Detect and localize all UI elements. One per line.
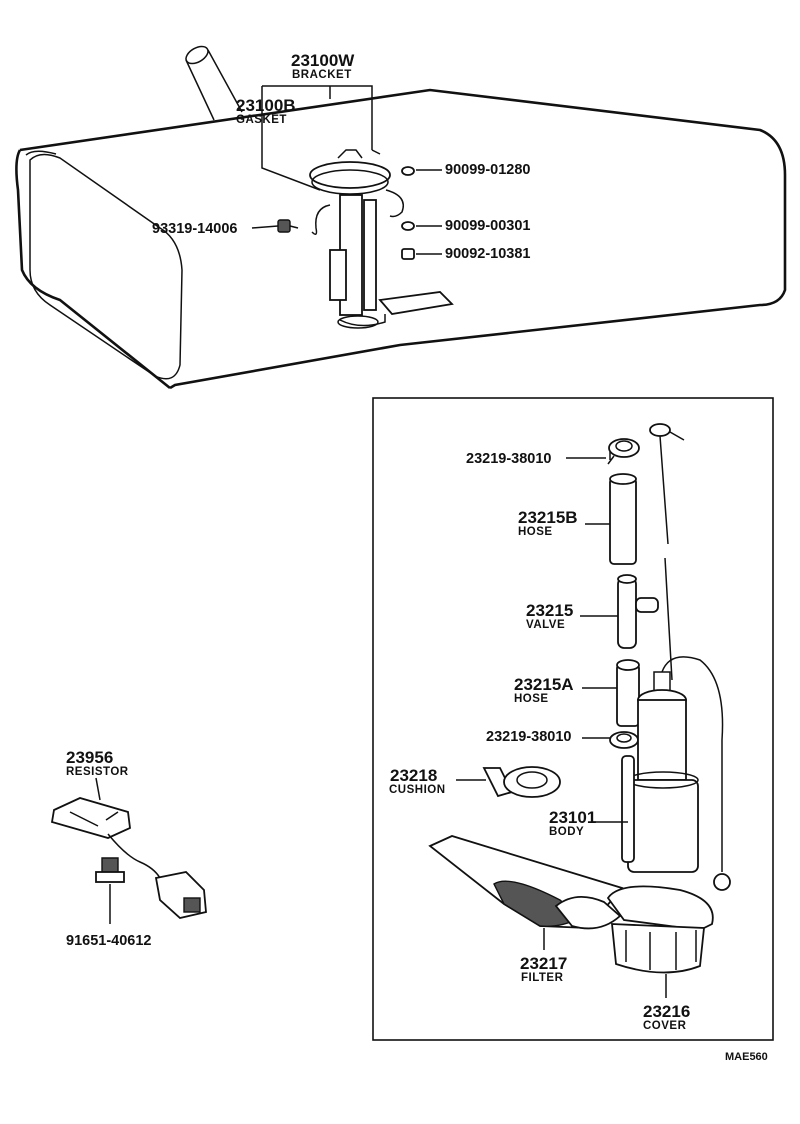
clamp-lower-icon <box>609 731 639 749</box>
clamp-lower-part-number: 23219-38010 <box>486 729 571 745</box>
bracket-name: BRACKET <box>292 69 352 81</box>
fuel-tank <box>15 45 787 390</box>
tank-pump-assembly <box>309 149 454 329</box>
screw-left-icon <box>277 219 299 233</box>
gasket-part-number: 23100B <box>236 96 296 115</box>
sender-rod <box>649 423 685 681</box>
clamp-upper-icon <box>607 438 640 465</box>
clip-middle-part-number: 90099-00301 <box>445 218 530 234</box>
cushion-icon <box>482 766 561 798</box>
gasket-name: GASKET <box>236 114 287 126</box>
filter-icon <box>428 835 624 930</box>
valve-icon <box>617 574 659 649</box>
filter-part-number: 23217 <box>520 954 567 973</box>
clip-middle-icon <box>401 221 415 231</box>
hose-a-icon <box>616 659 640 727</box>
body-name: BODY <box>549 826 584 838</box>
nut-lower-icon <box>401 248 415 260</box>
body-part-number: 23101 <box>549 808 596 827</box>
valve-part-number: 23215 <box>526 601 573 620</box>
bracket-part-number: 23100W <box>291 51 355 70</box>
bracket-leader <box>261 85 373 191</box>
resistor-icon <box>50 797 207 919</box>
cushion-name: CUSHION <box>389 784 446 796</box>
clip-upper-part-number: 90099-01280 <box>445 162 530 178</box>
hose-b-icon <box>609 473 637 565</box>
clip-upper-icon <box>401 166 415 176</box>
hose-a-part-number: 23215A <box>514 675 574 694</box>
clamp-upper-part-number: 23219-38010 <box>466 451 551 467</box>
cover-name: COVER <box>643 1020 687 1032</box>
cover-part-number: 23216 <box>643 1002 690 1021</box>
resistor-part-number: 23956 <box>66 748 113 767</box>
valve-name: VALVE <box>526 619 565 631</box>
cover-icon <box>606 885 714 974</box>
hose-b-part-number: 23215B <box>518 508 578 527</box>
screw-left-part-number: 93319-14006 <box>152 221 237 237</box>
cushion-part-number: 23218 <box>390 766 437 785</box>
nut-lower-part-number: 90092-10381 <box>445 246 530 262</box>
hose-b-name: HOSE <box>518 526 553 538</box>
bolt-icon <box>95 857 125 883</box>
hose-a-name: HOSE <box>514 693 549 705</box>
bolt-part-number: 91651-40612 <box>66 933 151 949</box>
pump-body-icon <box>621 656 731 891</box>
diagram-code: MAE560 <box>725 1051 768 1063</box>
filter-name: FILTER <box>521 972 564 984</box>
resistor-name: RESISTOR <box>66 766 129 778</box>
detail-frame <box>372 397 774 1041</box>
